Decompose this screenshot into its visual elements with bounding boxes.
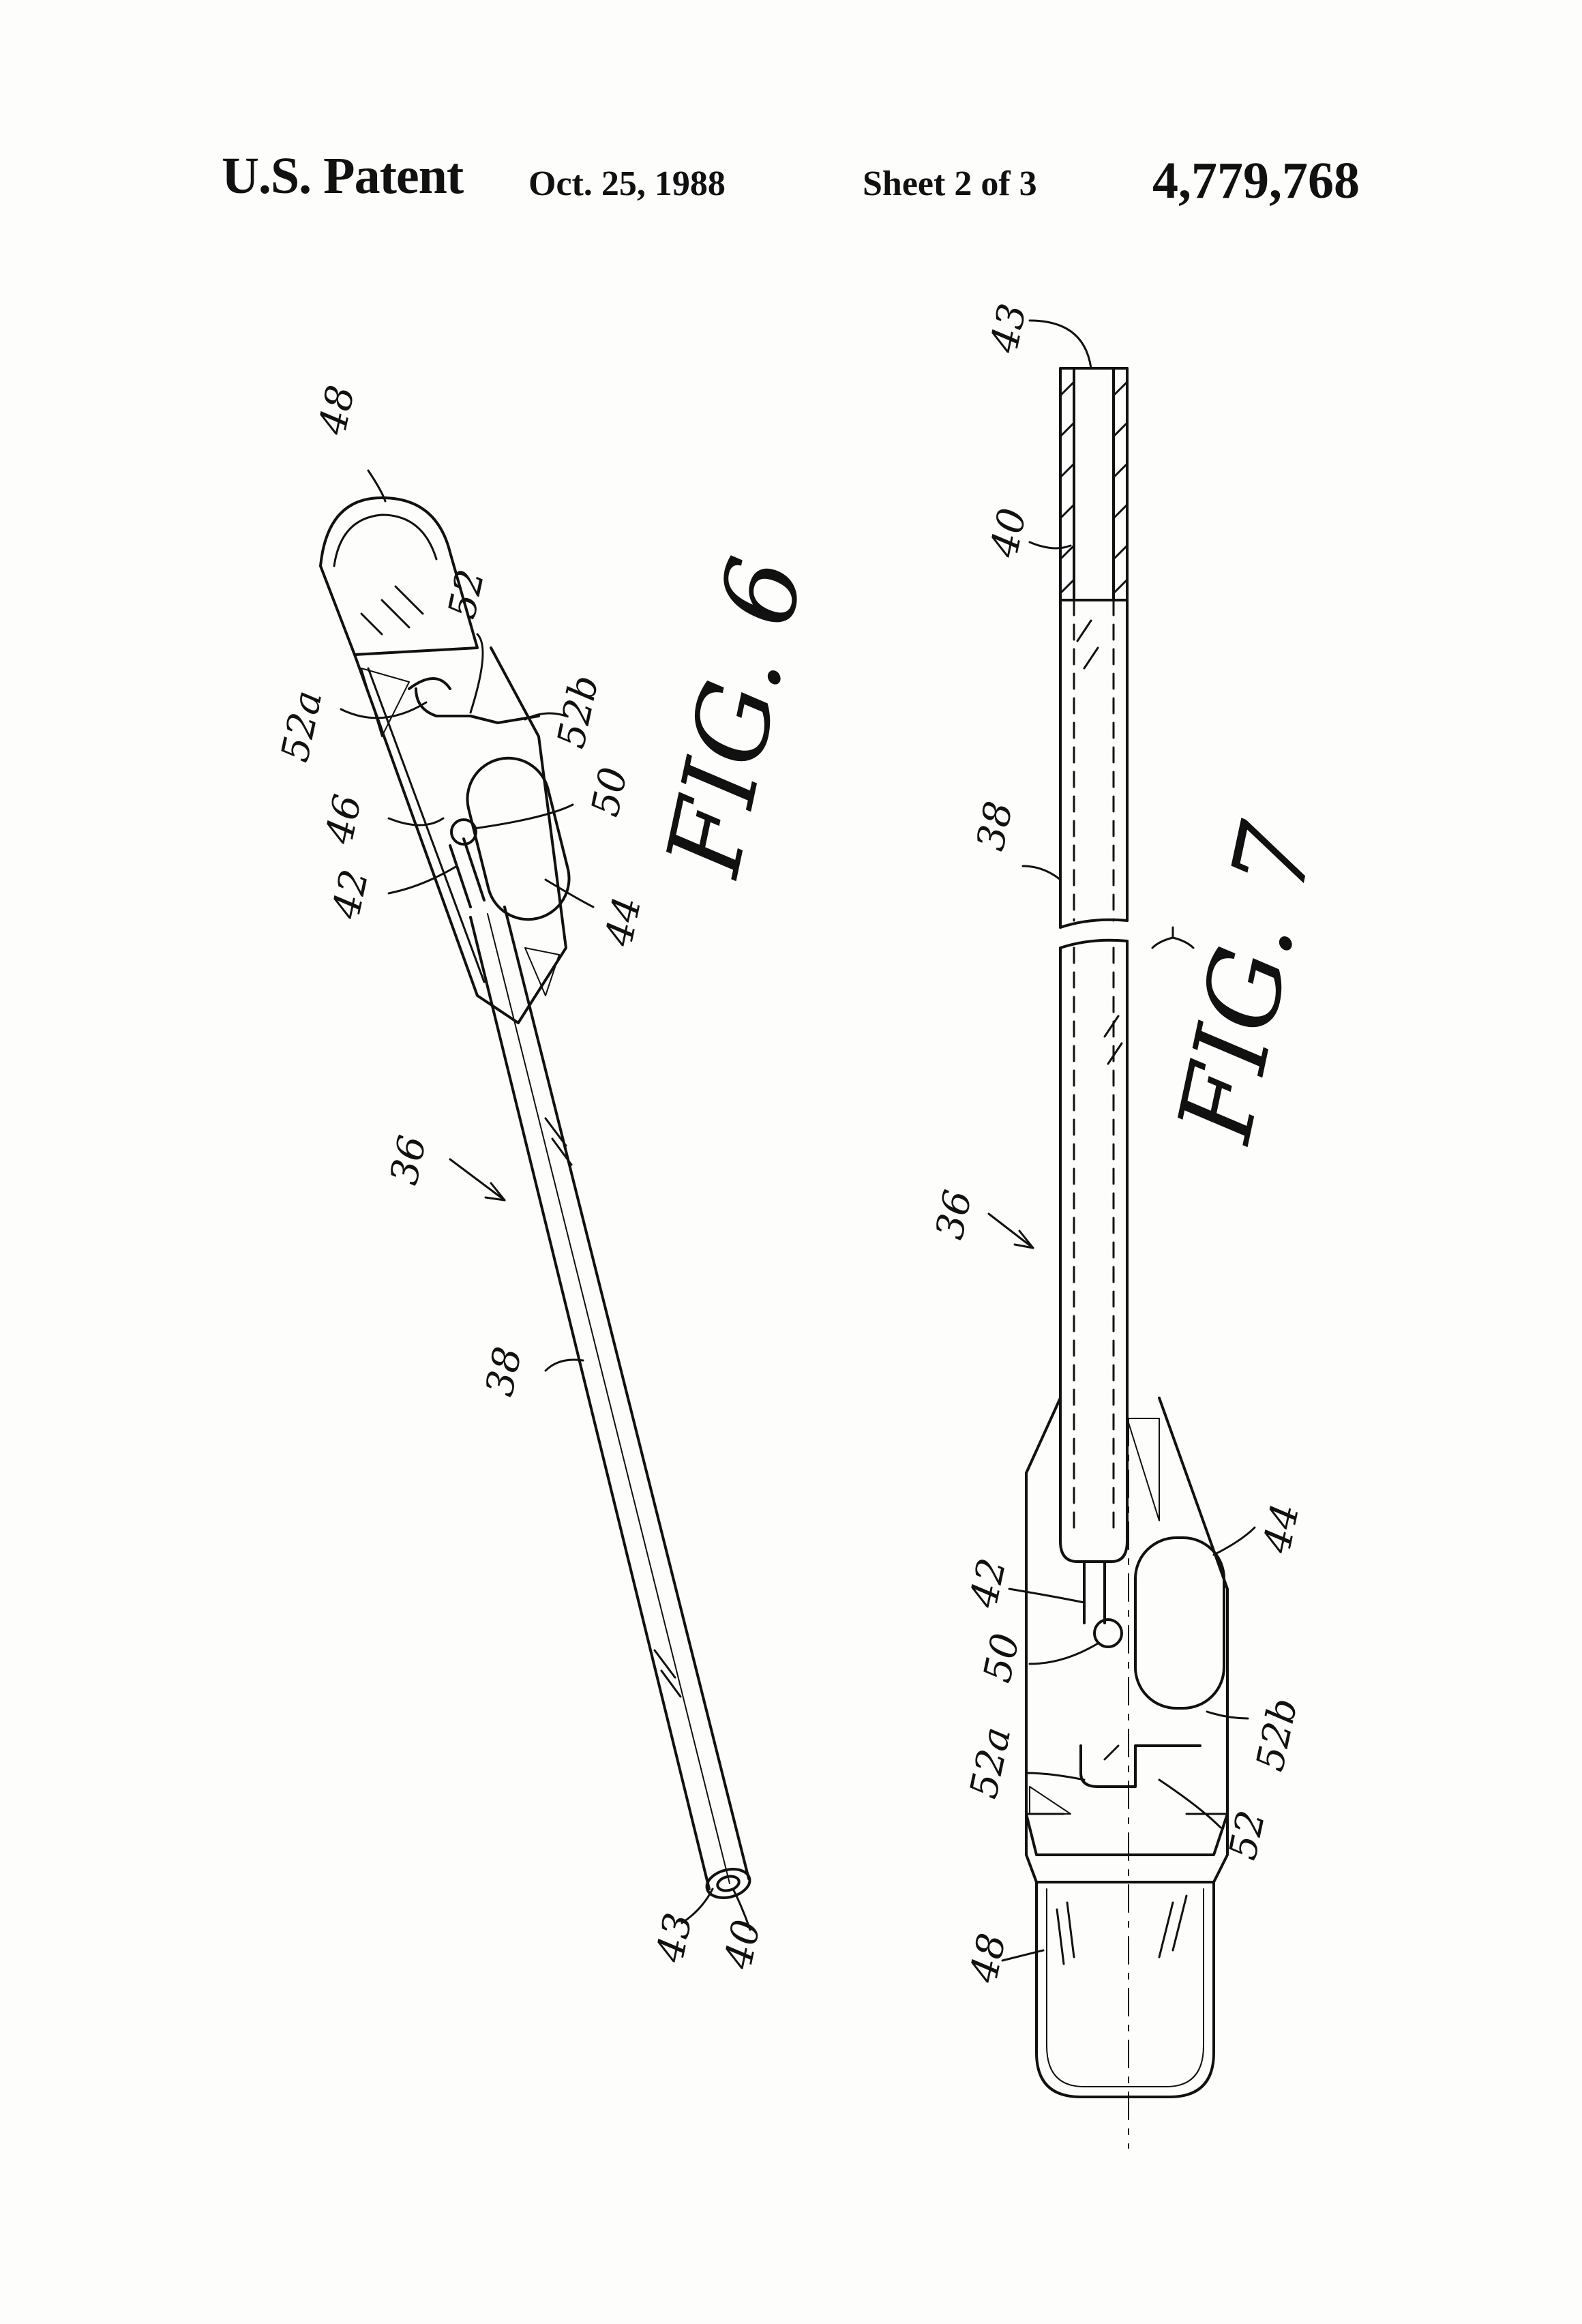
fig7-break-lower: [1060, 940, 1127, 948]
fig6-shaft-end-bore: [716, 1874, 741, 1892]
fig6-label-52a: 52a: [273, 687, 331, 766]
fig6-label-46: 46: [317, 791, 371, 848]
fig6-label-44: 44: [597, 893, 651, 951]
fig6-shaft-shading: [546, 1118, 681, 1697]
fig7-leader-36: [989, 1214, 1033, 1248]
fig7-label-43: 43: [982, 300, 1036, 357]
fig6-label-38: 38: [477, 1343, 531, 1400]
fig6-shading-b: [525, 948, 559, 996]
fig7-shading-b: [1030, 1787, 1071, 1814]
fig7-label-38: 38: [968, 798, 1021, 854]
fig7-notch-detail: [1105, 1746, 1118, 1759]
fig6-leader-38: [546, 1360, 583, 1371]
fig7-shaft-end: [1060, 1541, 1127, 1562]
fig6-shaft-right-edge: [505, 907, 749, 1879]
figure-7-drawing: [989, 321, 1255, 2148]
fig6-cap-shading: [361, 586, 423, 634]
fig7-taper: [1026, 1814, 1227, 1855]
fig7-leader-40: [1030, 542, 1071, 548]
fig7-label-48: 48: [961, 1930, 1015, 1987]
fig7-cap-48: [1036, 1882, 1214, 2097]
fig6-label-52b: 52b: [549, 672, 608, 752]
fig6-label-50: 50: [583, 764, 636, 820]
fig7-shading-a: [1127, 1418, 1159, 1521]
fig7-label-36: 36: [927, 1187, 981, 1243]
fig7-label-52b: 52b: [1248, 1695, 1307, 1775]
fig6-label-43: 43: [648, 1909, 702, 1967]
fig7-label-52: 52: [1221, 1807, 1274, 1864]
fig7-leader-38: [1023, 866, 1060, 880]
fig6-shaft-left-edge: [471, 917, 709, 1889]
fig6-notch-52: [416, 689, 539, 723]
fig7-label-52a: 52a: [961, 1723, 1019, 1802]
fig6-head-outline: [355, 648, 566, 1023]
fig7-shaft-shading: [1077, 621, 1122, 1064]
fig7-label-50: 50: [975, 1630, 1028, 1686]
fig6-shading-a: [361, 668, 409, 736]
fig7-leader-44: [1214, 1528, 1255, 1555]
fig6-arrow-36: [486, 1183, 505, 1200]
fig7-label-40: 40: [982, 505, 1036, 562]
fig7-arrow-36: [1015, 1231, 1033, 1248]
fig7-label-44: 44: [1255, 1500, 1309, 1558]
fig7-cap-shading: [1057, 1896, 1186, 1964]
fig7-leader-43: [1030, 321, 1091, 368]
fig7-label-42: 42: [961, 1555, 1015, 1612]
fig7-window-44: [1135, 1538, 1224, 1708]
fig7-slot-42: [1084, 1562, 1105, 1623]
fig7-tube-sheath: [1060, 368, 1127, 600]
fig6-leader-36: [450, 1159, 505, 1200]
fig6-label-48: 48: [310, 382, 364, 439]
fig7-leader-52: [1159, 1780, 1221, 1828]
fig7-notch-52: [1081, 1746, 1200, 1787]
fig7-break-upper: [1060, 920, 1127, 927]
fig7-caption: FIG. 7: [1155, 813, 1338, 1152]
fig7-leader-42: [1009, 1589, 1084, 1603]
fig6-cap-inner: [334, 515, 436, 566]
fig6-shaft-center: [488, 914, 730, 1883]
fig6-caption: FIG. 6: [644, 548, 826, 887]
fig6-label-42: 42: [324, 866, 378, 923]
fig6-label-36: 36: [382, 1132, 435, 1189]
fig7-leader-50: [1030, 1643, 1098, 1664]
fig7-tube-hatching: [1060, 382, 1127, 593]
fig7-break-brace: [1152, 927, 1193, 948]
fig6-label-40: 40: [716, 1916, 770, 1973]
fig6-notch-top: [409, 679, 450, 689]
fig6-label-52: 52: [440, 566, 493, 623]
fig7-leader-52a: [1026, 1773, 1084, 1780]
